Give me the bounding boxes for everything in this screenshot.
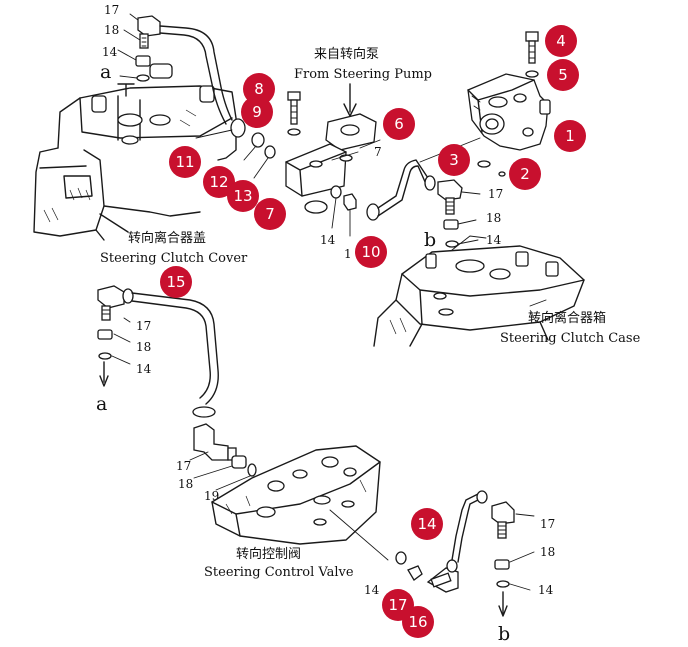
callout-9: 9 (241, 96, 273, 128)
washers-12-13 (243, 132, 276, 179)
label-18-left-lower: 18 (136, 340, 151, 354)
connection-letters: a a b b (96, 61, 510, 645)
fitting-set-lower-right (395, 490, 535, 617)
svg-text:1: 1 (565, 127, 575, 145)
svg-text:16: 16 (408, 613, 427, 631)
steering-pump-valve (419, 73, 551, 163)
steering-clutch-case (373, 235, 585, 347)
callout-1: 1 (554, 120, 586, 152)
svg-text:11: 11 (175, 153, 194, 171)
svg-text:12: 12 (209, 173, 228, 191)
caption-pump-en: From Steering Pump (294, 67, 432, 82)
callouts: 1 2 3 4 5 6 7 8 9 10 11 12 13 14 15 16 1… (160, 25, 586, 638)
pipe-joint-block (285, 83, 381, 214)
label-19-valve: 19 (204, 489, 219, 503)
captions: 来自转向泵 From Steering Pump 转向离合器盖 Steering… (100, 46, 641, 580)
label-7-pump: 7 (374, 145, 382, 159)
callout-13: 13 (227, 180, 259, 212)
caption-case-cn: 转向离合器箱 (528, 310, 606, 326)
svg-text:15: 15 (166, 273, 185, 291)
fitting-set-valve-inlet (189, 423, 257, 491)
caption-valve-cn: 转向控制阀 (236, 546, 301, 562)
label-17-lower-right: 17 (540, 517, 555, 531)
tube-lower-left (97, 285, 219, 418)
svg-text:10: 10 (361, 243, 380, 261)
bolt-8-9 (287, 91, 301, 136)
tube-center-right (366, 159, 436, 221)
label-14-center: 14 (320, 233, 336, 247)
label-18-right: 18 (486, 211, 501, 225)
svg-text:6: 6 (394, 115, 404, 133)
callout-10: 10 (355, 236, 387, 268)
svg-text:13: 13 (233, 187, 252, 205)
callout-11: 11 (169, 146, 201, 178)
caption-case-en: Steering Clutch Case (500, 331, 641, 346)
label-17-valve: 17 (176, 459, 191, 473)
svg-text:2: 2 (520, 165, 530, 183)
callout-15: 15 (160, 266, 192, 298)
label-17-left-lower: 17 (136, 319, 151, 333)
fitting-set-right (437, 179, 481, 248)
callout-12: 12 (203, 166, 235, 198)
callout-3: 3 (438, 144, 470, 176)
callout-8: 8 (243, 73, 275, 105)
label-18-valve: 18 (178, 477, 193, 491)
svg-text:9: 9 (252, 103, 262, 121)
callout-7: 7 (254, 198, 286, 230)
svg-text:5: 5 (558, 66, 568, 84)
letter-b-bottom: b (498, 623, 510, 645)
bolt-4-5 (525, 31, 539, 78)
label-14-left-lower: 14 (136, 362, 152, 376)
caption-cover-en: Steering Clutch Cover (100, 251, 248, 266)
svg-text:4: 4 (556, 32, 566, 50)
label-14-right: 14 (486, 233, 502, 247)
fitting-set-top-left (117, 13, 161, 82)
steering-control-valve (211, 445, 389, 561)
label-14-lower-right: 14 (538, 583, 554, 597)
fitting-set-center (330, 185, 357, 237)
label-14-valve-outlet: 14 (364, 583, 380, 597)
svg-text:3: 3 (449, 151, 459, 169)
label-17-right: 17 (488, 187, 503, 201)
tube-top-left (159, 25, 246, 139)
label-18-lower-right: 18 (540, 545, 555, 559)
steering-clutch-cover (33, 63, 237, 241)
letter-a-bottom: a (96, 393, 107, 415)
callout-14: 14 (411, 508, 443, 540)
letter-a-top: a (100, 61, 111, 83)
caption-pump-cn: 来自转向泵 (314, 46, 379, 62)
caption-cover-cn: 转向离合器盖 (128, 230, 206, 246)
svg-text:8: 8 (254, 80, 264, 98)
svg-text:17: 17 (388, 596, 407, 614)
caption-valve-en: Steering Control Valve (204, 565, 354, 580)
label-17-top-left: 17 (104, 3, 119, 17)
label-14-top-left: 14 (102, 45, 118, 59)
label-18-top-left: 18 (104, 23, 119, 37)
letter-b-top: b (424, 229, 436, 251)
label-1-center: 1 (344, 247, 352, 261)
part-number-labels: 17 18 14 7 14 1 17 18 14 17 18 14 17 18 … (102, 3, 555, 597)
svg-text:7: 7 (265, 205, 275, 223)
callout-5: 5 (547, 59, 579, 91)
svg-text:14: 14 (417, 515, 436, 533)
callout-4: 4 (545, 25, 577, 57)
callout-6: 6 (383, 108, 415, 140)
callout-17: 17 (382, 589, 414, 621)
callout-2: 2 (509, 158, 541, 190)
o-rings-2-3 (477, 160, 506, 177)
